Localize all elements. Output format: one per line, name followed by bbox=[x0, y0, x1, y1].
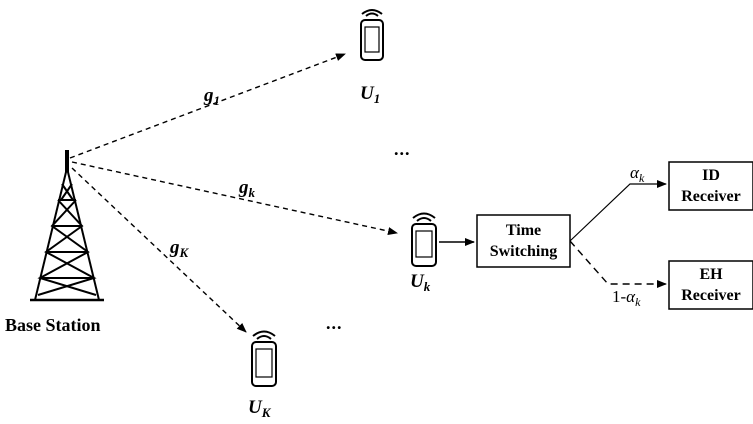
phone-icon-u1 bbox=[360, 9, 384, 61]
branch-to-eh bbox=[569, 240, 667, 288]
link-g1 bbox=[69, 53, 346, 159]
link-label-gk: gk bbox=[239, 177, 255, 200]
phone-icon-uk bbox=[411, 212, 437, 267]
alpha-lower-label: 1-αk bbox=[612, 287, 641, 309]
eh-receiver-box bbox=[668, 260, 753, 310]
ellipsis-lower: ... bbox=[326, 313, 343, 333]
link-label-g1: g1 bbox=[204, 85, 220, 108]
link-gk bbox=[71, 161, 398, 235]
link-label-gK: gK bbox=[170, 237, 189, 260]
link-gK bbox=[71, 167, 247, 333]
ellipsis-upper: ... bbox=[394, 139, 411, 159]
base-station-tower-icon bbox=[30, 150, 104, 302]
branch-to-id bbox=[569, 180, 667, 242]
alpha-upper-label: αk bbox=[630, 163, 645, 185]
dashed-links bbox=[69, 53, 398, 333]
id-receiver-box bbox=[668, 161, 753, 211]
time-switching-label: Time Switching bbox=[489, 222, 558, 260]
user-label-u1: U1 bbox=[360, 83, 381, 106]
base-station-label: Base Station bbox=[5, 315, 101, 335]
eh-receiver-label: EH Receiver bbox=[681, 266, 741, 304]
phone-icon-uK bbox=[251, 330, 277, 387]
user-label-uk: Uk bbox=[410, 271, 431, 294]
user-label-uK: UK bbox=[248, 397, 271, 420]
id-receiver-label: ID Receiver bbox=[681, 167, 741, 205]
time-switching-box bbox=[476, 214, 571, 268]
